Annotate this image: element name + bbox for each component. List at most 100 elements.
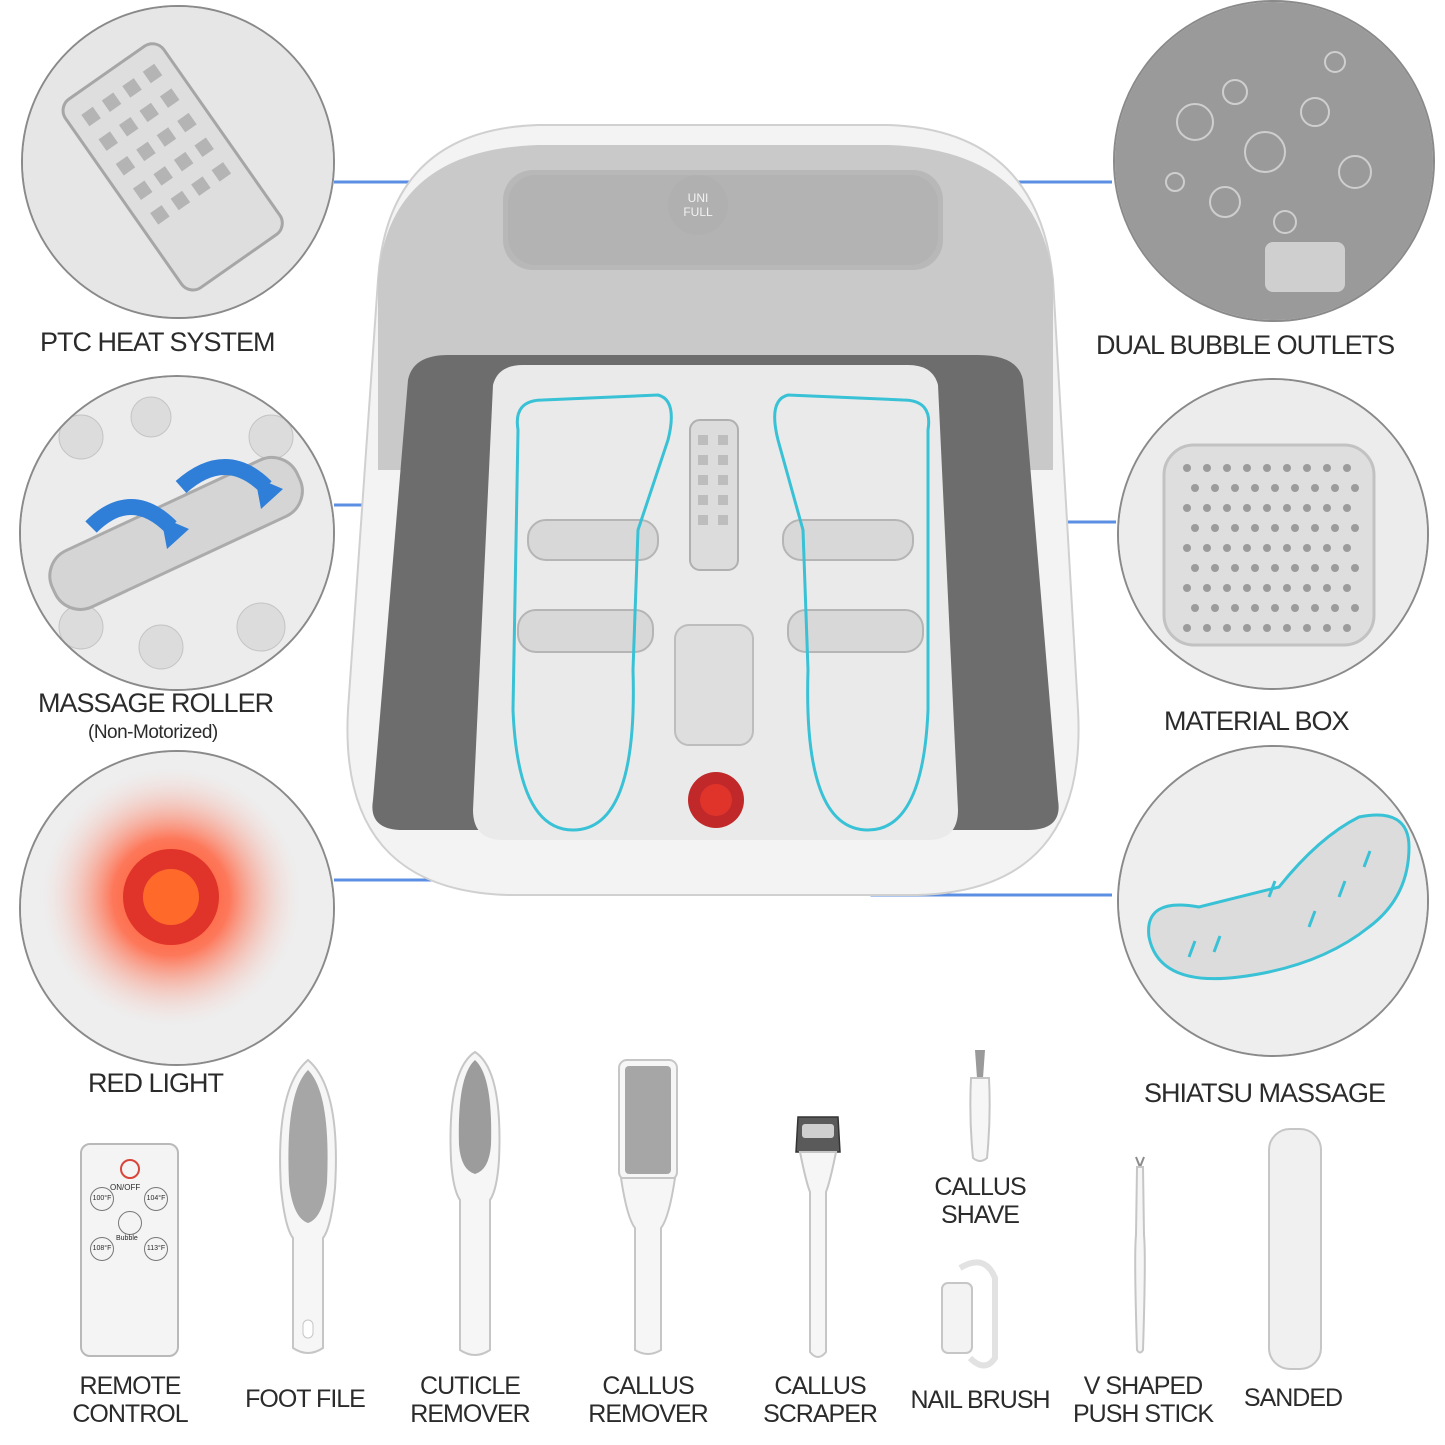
remote-control-image: ON/OFF 100°F 104°F Bubble 108°F 113°F — [80, 1143, 179, 1357]
material-box-hole — [1183, 504, 1191, 512]
remote-100-button: 100°F — [90, 1187, 114, 1211]
material-box-hole — [1243, 464, 1251, 472]
ptc-heat-image — [21, 5, 335, 319]
material-box-hole — [1243, 584, 1251, 592]
material-box-hole — [1331, 484, 1339, 492]
material-box-hole — [1331, 564, 1339, 572]
material-box-hole — [1343, 504, 1351, 512]
dual-bubble-label: DUAL BUBBLE OUTLETS — [1096, 330, 1395, 360]
material-box-hole — [1271, 484, 1279, 492]
material-box-hole — [1211, 524, 1219, 532]
sanded-label: SANDED — [1243, 1384, 1343, 1412]
material-box-hole — [1203, 544, 1211, 552]
remote-104-button: 104°F — [144, 1187, 168, 1211]
material-box-hole — [1203, 504, 1211, 512]
remote-bubble-text: Bubble — [116, 1235, 138, 1242]
callus-shave-image — [965, 1048, 995, 1163]
material-box-hole — [1203, 584, 1211, 592]
massage-roller-label: MASSAGE ROLLER — [38, 688, 274, 718]
material-box-hole — [1191, 604, 1199, 612]
material-box-hole — [1323, 584, 1331, 592]
material-box-hole — [1351, 524, 1359, 532]
material-box-label: MATERIAL BOX — [1164, 706, 1350, 736]
material-box-hole — [1231, 524, 1239, 532]
logo-line-2: FULL — [683, 205, 713, 219]
cuticle-remover-image — [445, 1050, 505, 1360]
material-box-hole — [1343, 584, 1351, 592]
red-light-label: RED LIGHT — [88, 1068, 224, 1098]
material-box-hole — [1211, 484, 1219, 492]
material-box-hole — [1291, 564, 1299, 572]
material-box-hole — [1251, 564, 1259, 572]
foot-file-label: FOOT FILE — [245, 1385, 366, 1413]
material-box-hole — [1343, 544, 1351, 552]
material-box-hole — [1191, 524, 1199, 532]
v-shaped-push-stick-image — [1128, 1155, 1152, 1355]
material-box-hole — [1311, 484, 1319, 492]
massage-roller-note: (Non-Motorized) — [88, 722, 218, 743]
material-box-hole — [1223, 624, 1231, 632]
material-box-hole — [1263, 544, 1271, 552]
material-box-hole — [1303, 504, 1311, 512]
material-box-hole — [1203, 464, 1211, 472]
dual-bubble-image — [1113, 0, 1435, 322]
material-box-hole — [1331, 524, 1339, 532]
material-box-hole — [1323, 464, 1331, 472]
material-box-hole — [1303, 624, 1311, 632]
brand-logo: UNI FULL — [668, 175, 728, 235]
material-box-hole — [1183, 544, 1191, 552]
material-box-hole — [1283, 464, 1291, 472]
material-box-hole — [1283, 624, 1291, 632]
material-box-hole — [1231, 604, 1239, 612]
nail-brush-label: NAIL BRUSH — [910, 1386, 1050, 1414]
material-box-hole — [1331, 604, 1339, 612]
remote-on-off-text: ON/OFF — [110, 1183, 141, 1192]
material-box-hole — [1251, 524, 1259, 532]
material-box-hole — [1211, 564, 1219, 572]
material-box-hole — [1183, 624, 1191, 632]
material-box-hole — [1223, 504, 1231, 512]
material-box-hole — [1311, 564, 1319, 572]
material-box-hole — [1351, 484, 1359, 492]
material-box-hole — [1303, 584, 1311, 592]
material-box-hole — [1291, 524, 1299, 532]
material-box-hole — [1323, 544, 1331, 552]
callus-scraper-image — [788, 1112, 848, 1362]
remote-113-button: 113°F — [144, 1237, 168, 1261]
ptc-heat-label: PTC HEAT SYSTEM — [40, 327, 276, 357]
material-box-hole — [1191, 484, 1199, 492]
red-light-image — [19, 750, 335, 1066]
material-box-hole — [1203, 624, 1211, 632]
material-box-hole — [1303, 464, 1311, 472]
material-box-image — [1117, 378, 1429, 690]
material-box-hole — [1263, 464, 1271, 472]
material-box-hole — [1343, 624, 1351, 632]
material-box-hole — [1183, 584, 1191, 592]
material-box-hole — [1323, 624, 1331, 632]
power-icon — [120, 1159, 140, 1179]
material-box-hole — [1211, 604, 1219, 612]
foot-file-image — [273, 1058, 343, 1358]
material-box-hole — [1231, 484, 1239, 492]
material-box-hole — [1251, 484, 1259, 492]
material-box-hole — [1243, 624, 1251, 632]
foot-spa-device — [318, 110, 1108, 900]
material-box-hole — [1223, 544, 1231, 552]
shiatsu-label: SHIATSU MASSAGE — [1144, 1078, 1386, 1108]
material-box-hole — [1191, 564, 1199, 572]
bubble-icon — [118, 1211, 142, 1235]
material-box-hole — [1311, 524, 1319, 532]
shiatsu-image — [1117, 745, 1429, 1057]
material-box-hole — [1263, 584, 1271, 592]
material-box-hole — [1183, 464, 1191, 472]
material-box-hole — [1291, 484, 1299, 492]
material-box-hole — [1291, 604, 1299, 612]
material-box-hole — [1243, 504, 1251, 512]
material-box-hole — [1231, 564, 1239, 572]
material-box-hole — [1283, 584, 1291, 592]
